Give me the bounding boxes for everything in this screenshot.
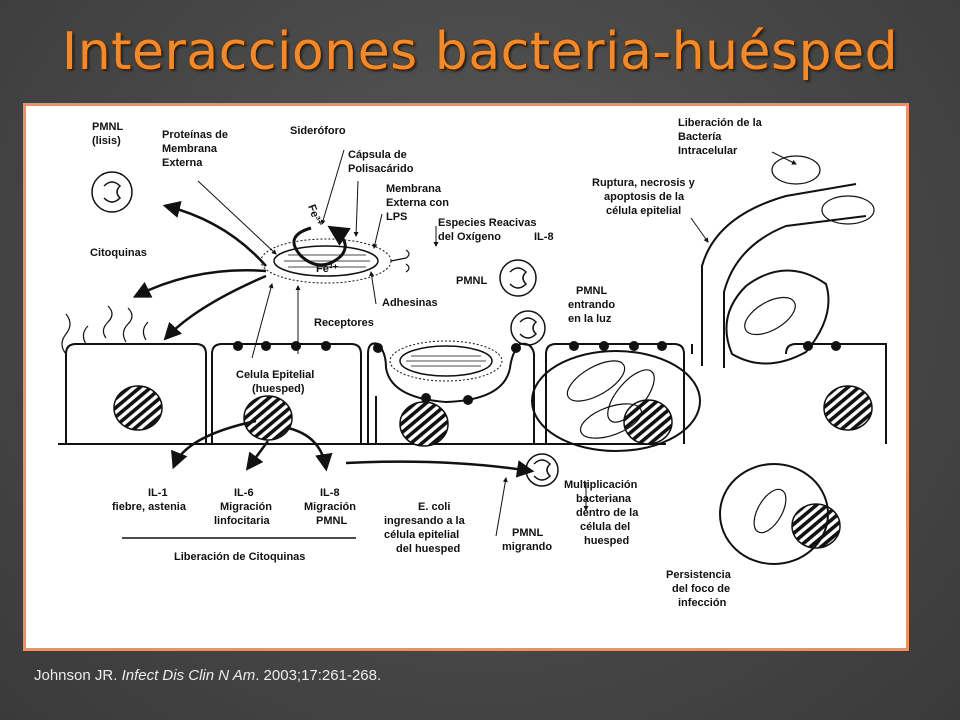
label-ecoli-1: E. coli (418, 501, 450, 513)
label-pmnl-mid: PMNL (456, 275, 487, 287)
label-liberacion-bact-2: Bactería (678, 131, 722, 143)
host-bacteria-diagram: PMNL (lisis) Proteínas de Membrana Exter… (58, 117, 887, 609)
label-capsula-2: Polisacárido (348, 163, 414, 175)
label-adhesinas: Adhesinas (382, 297, 438, 309)
label-fe-top: Fe³⁺ (305, 203, 324, 228)
label-receptores: Receptores (314, 317, 374, 329)
label-pmnl-entrando-1: PMNL (576, 285, 607, 297)
label-liberacion-cit: Liberación de Citoquinas (174, 551, 305, 563)
arrows (132, 200, 535, 478)
label-pmnl-lisis-2: (lisis) (92, 135, 121, 147)
bacterium-entering (389, 340, 503, 382)
label-il8-2: Migración (304, 501, 356, 513)
label-ruptura-3: célula epitelial (606, 205, 681, 217)
label-sideroforo: Sideróforo (290, 125, 346, 137)
label-pmnl-migrando-2: migrando (502, 541, 552, 553)
label-liberacion-bact-3: Intracelular (678, 145, 738, 157)
label-ecoli-3: célula epitelial (384, 529, 459, 541)
label-membrana-2: Externa con (386, 197, 449, 209)
label-il8-top: IL-8 (534, 231, 554, 243)
pmnl-cells (91, 171, 559, 487)
label-il6-2: Migración (220, 501, 272, 513)
slide-title: Interacciones bacteria-huésped (61, 22, 899, 82)
label-ruptura-2: apoptosis de la (604, 191, 685, 203)
label-il1-1: IL-1 (148, 487, 168, 499)
label-multi-3: dentro de la (576, 507, 639, 519)
label-ruptura-1: Ruptura, necrosis y (592, 177, 696, 189)
citation-details: . 2003;17:261-268. (255, 667, 382, 684)
receptors (233, 341, 841, 405)
label-celula-2: (huesped) (252, 383, 305, 395)
thin-arrows (197, 149, 797, 537)
label-multi-5: huesped (584, 535, 629, 547)
label-pmnl-entrando-2: entrando (568, 299, 615, 311)
label-pmnl-entrando-3: en la luz (568, 313, 612, 325)
label-proteinas-2: Membrana (162, 143, 218, 155)
label-multi-4: célula del (580, 521, 630, 533)
label-multi-2: bacteriana (576, 493, 632, 505)
label-pmnl-migrando-1: PMNL (512, 527, 543, 539)
citation-journal: Infect Dis Clin N Am (121, 667, 256, 684)
citation-authors: Johnson JR. (34, 667, 118, 684)
label-especies-1: Especies Reacivas (438, 217, 536, 229)
label-proteinas-1: Proteínas de (162, 129, 228, 141)
label-liberacion-bact-1: Liberación de la (678, 117, 763, 129)
label-persist-2: del foco de (672, 583, 730, 595)
label-il8-3: PMNL (316, 515, 347, 527)
label-ecoli-4: del huesped (396, 543, 460, 555)
label-celula-1: Celula Epitelial (236, 369, 314, 381)
label-membrana-1: Membrana (386, 183, 442, 195)
label-il8-1: IL-8 (320, 487, 340, 499)
label-capsula-1: Cápsula de (348, 149, 407, 161)
label-il6-3: linfocitaria (214, 515, 271, 527)
label-persist-1: Persistencia (666, 569, 732, 581)
bacteria-intracellular (531, 350, 829, 565)
label-citoquinas: Citoquinas (90, 247, 147, 259)
label-pmnl-lisis-1: PMNL (92, 121, 123, 133)
diagram-labels: PMNL (lisis) Proteínas de Membrana Exter… (90, 117, 763, 609)
label-especies-2: del Oxígeno (438, 231, 501, 243)
citation: Johnson JR. Infect Dis Clin N Am. 2003;1… (34, 667, 381, 684)
label-il1-2: fiebre, astenia (112, 501, 187, 513)
cell-rupture (701, 155, 875, 368)
cell-debris (61, 305, 149, 355)
label-il6-1: IL-6 (234, 487, 254, 499)
diagram-frame: PMNL (lisis) Proteínas de Membrana Exter… (23, 103, 909, 651)
label-ecoli-2: ingresando a la (384, 515, 466, 527)
epithelium (58, 342, 887, 445)
label-fe-bottom: Fe³⁺ (316, 263, 339, 275)
label-proteinas-3: Externa (162, 157, 203, 169)
label-membrana-3: LPS (386, 211, 407, 223)
label-multi-1: Multiplicación (564, 479, 638, 491)
label-persist-3: infección (678, 597, 727, 609)
